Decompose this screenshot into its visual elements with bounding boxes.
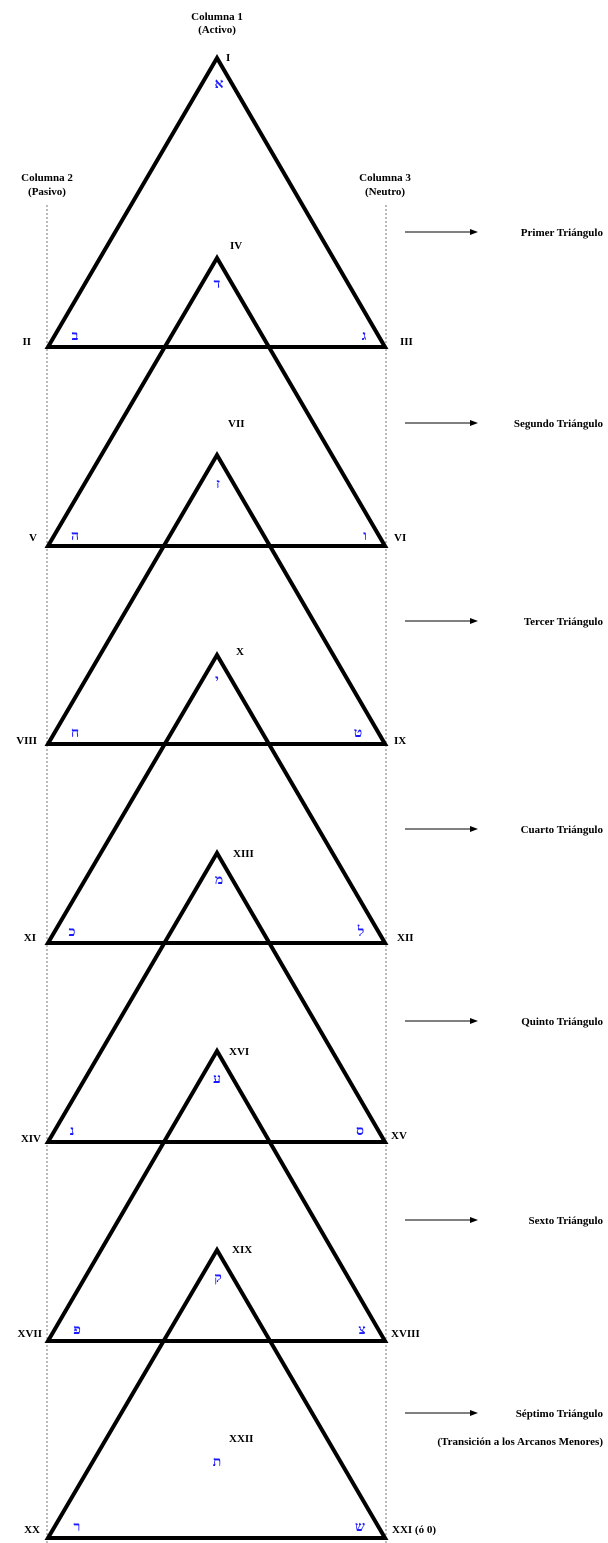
triangle-6-label: Sexto Triángulo [529,1215,604,1227]
triangle-4-outline [44,651,389,945]
numeral-XIV: XIV [21,1133,41,1145]
hebrew-mem: מ [215,872,223,888]
arrow-1 [405,229,478,235]
column-1-title: Columna 1 [191,11,243,23]
hebrew-tsadi: צ [358,1322,365,1338]
numeral-VIII: VIII [16,735,37,747]
numeral-II: II [22,336,31,348]
numeral-XVII: XVII [18,1328,42,1340]
hebrew-tet: ט [354,725,362,741]
triangle-2-label: Segundo Triángulo [514,418,604,430]
numeral-XX: XX [24,1524,40,1536]
column-2-subtitle: (Pasivo) [28,186,66,198]
numeral-VII: VII [228,418,245,430]
numeral-XIII: XIII [233,848,254,860]
hebrew-qof: ק [214,1270,222,1286]
arrow-4 [405,826,478,832]
numeral-X: X [236,646,244,658]
hebrew-vav: ו [363,528,367,544]
triangle-3-label: Tercer Triángulo [524,616,604,628]
column-3-subtitle: (Neutro) [365,186,405,198]
hebrew-lamed: ל [357,924,365,940]
triangle-7-label: Séptimo Triángulo [516,1408,604,1420]
triangle-5-outline [44,849,389,1144]
arrow-6 [405,1217,478,1223]
arrow-2 [405,420,478,426]
column-3-title: Columna 3 [359,172,411,184]
numeral-IV: IV [230,240,242,252]
hebrew-dalet: ד [214,276,221,292]
hebrew-zayin: ז [216,476,220,492]
numeral-V: V [29,532,37,544]
triangle-6-outline [44,1047,389,1343]
column-1-subtitle: (Activo) [198,24,236,36]
triangle-3-outline [44,451,389,746]
numeral-XI: XI [24,932,36,944]
numeral-I: I [226,52,230,64]
numeral-XXII: XXII [229,1433,253,1445]
numeral-XV: XV [391,1130,407,1142]
hebrew-he: ה [71,528,79,544]
numeral-IX: IX [394,735,406,747]
triangle-1-label: Primer Triángulo [521,227,604,239]
numeral-XII: XII [397,932,414,944]
hebrew-bet: ב [72,328,79,344]
hebrew-chet: ח [71,725,79,741]
numeral-XVI: XVI [229,1046,249,1058]
numeral-XVIII: XVIII [391,1328,420,1340]
numeral-VI: VI [394,532,406,544]
hebrew-nun: נ [70,1123,75,1139]
hebrew-pe: פ [73,1322,81,1338]
numeral-XXI: XXI (ó 0) [392,1524,436,1536]
hebrew-resh: ר [74,1519,81,1535]
hebrew-yod: י [215,672,219,688]
hebrew-aleph: א [215,76,224,92]
transition-note: (Transición a los Arcanos Menores) [437,1436,603,1448]
hebrew-tav: ת [213,1454,222,1470]
hebrew-gimel: ג [362,328,367,344]
hebrew-shin: ש [355,1519,365,1535]
arrow-7 [405,1410,478,1416]
hebrew-kaf: כ [69,924,76,940]
numeral-XIX: XIX [232,1244,252,1256]
column-2-title: Columna 2 [21,172,73,184]
arrow-5 [405,1018,478,1024]
numeral-III: III [400,336,413,348]
triangle-4-label: Cuarto Triángulo [521,824,604,836]
arrow-3 [405,618,478,624]
hebrew-samekh: ס [356,1123,364,1139]
hebrew-ayin: ע [213,1071,221,1087]
triangle-2-outline [44,254,389,548]
triangle-7-outline [44,1246,389,1540]
triangle-5-label: Quinto Triángulo [521,1016,603,1028]
triangle-1-outline [44,54,389,349]
